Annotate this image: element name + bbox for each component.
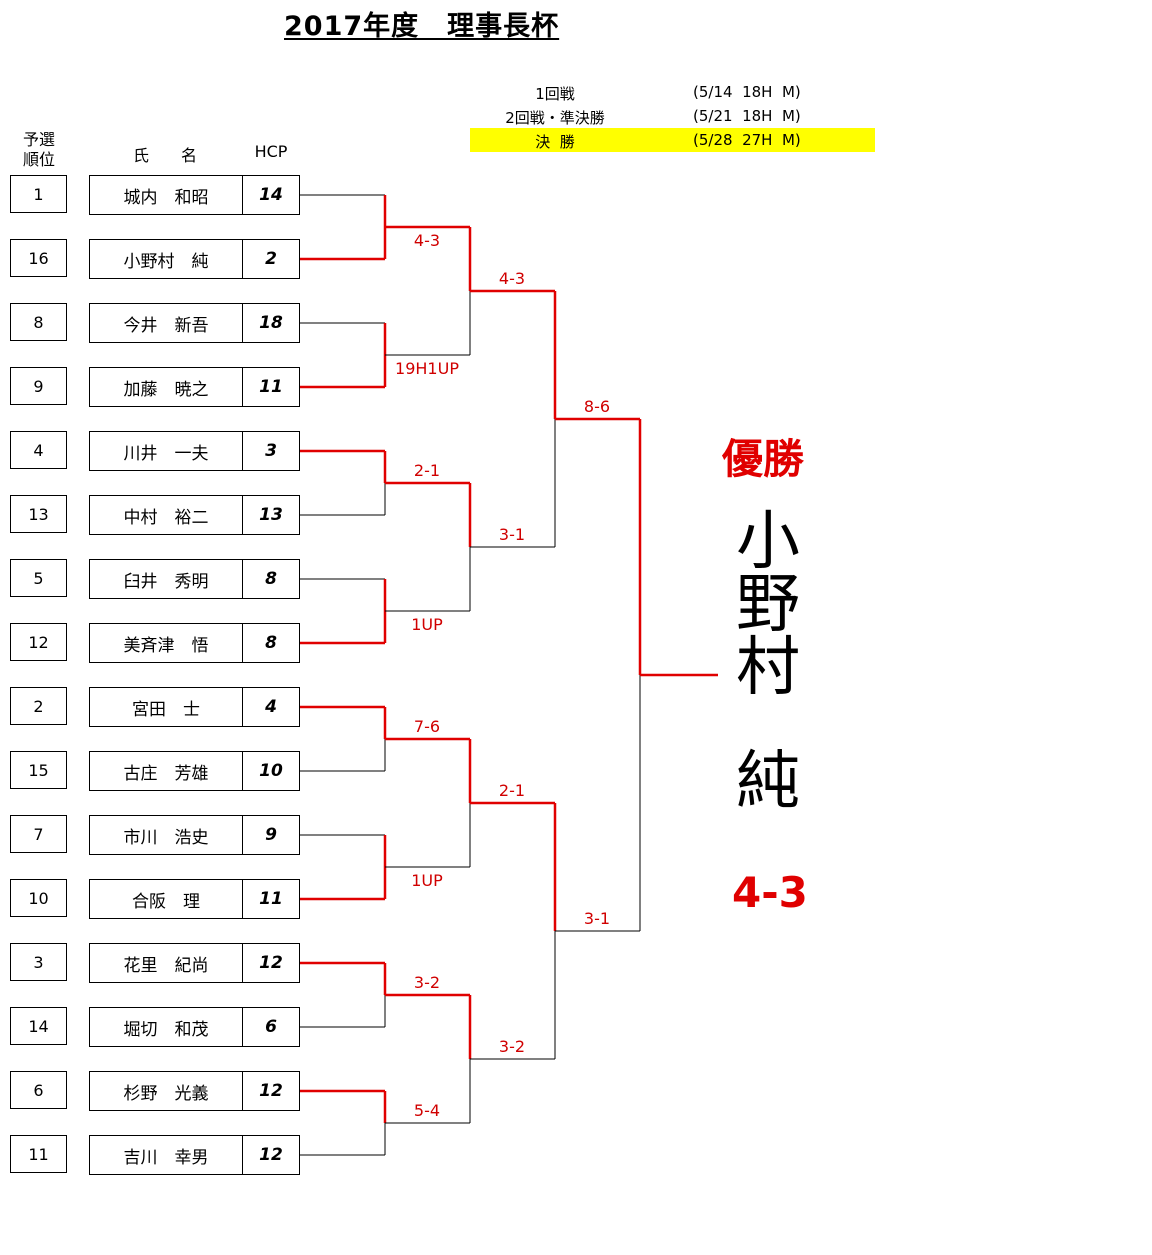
round1-score: 2-1 [413,461,441,480]
player-hcp: 8 [265,569,277,589]
header-hcp: HCP [254,142,288,161]
schedule-row: 決 勝 (5/28 27H M) [470,128,875,152]
seed-rank: 10 [10,879,67,917]
seed-rank: 3 [10,943,67,981]
player-hcp: 13 [259,505,283,525]
player-name: 臼井 秀明 [90,560,243,598]
player-row: 城内 和昭 14 [89,175,300,215]
seed-rank: 14 [10,1007,67,1045]
seed-rank: 13 [10,495,67,533]
player-name: 中村 裕二 [90,496,243,534]
champion-char-4: 純 [736,745,800,819]
seed-rank: 16 [10,239,67,277]
player-hcp: 3 [265,441,277,461]
player-row: 小野村 純 2 [89,239,300,279]
player-row: 花里 紀尚 12 [89,943,300,983]
player-name: 宮田 士 [90,688,243,726]
player-name: 川井 一夫 [90,432,243,470]
player-hcp: 11 [259,889,283,909]
round2-score: 3-2 [498,1037,526,1056]
seed-rank: 2 [10,687,67,725]
schedule-round: 決 勝 [535,133,575,151]
round1-score: 3-2 [413,973,441,992]
player-row: 堀切 和茂 6 [89,1007,300,1047]
player-hcp: 18 [259,313,283,333]
schedule-round: 2回戦・準決勝 [505,109,605,127]
seed-rank: 11 [10,1135,67,1173]
schedule-round: 1回戦 [535,85,575,103]
schedule-date: (5/21 18H M) [693,107,801,125]
player-name: 杉野 光義 [90,1072,243,1110]
seed-rank: 15 [10,751,67,789]
semifinal-score: 8-6 [583,397,611,416]
player-name: 小野村 純 [90,240,243,278]
page-title: 2017年度 理事長杯 [284,11,560,42]
player-hcp: 12 [259,1081,283,1101]
seed-rank: 7 [10,815,67,853]
champion-char-2: 野 [736,568,800,642]
player-row: 市川 浩史 9 [89,815,300,855]
player-row: 合阪 理 11 [89,879,300,919]
player-row: 中村 裕二 13 [89,495,300,535]
semifinal-score: 3-1 [583,909,611,928]
round1-score: 19H1UP [395,359,459,378]
round1-score: 1UP [411,871,443,890]
player-hcp: 6 [265,1017,277,1037]
round2-score: 3-1 [498,525,526,544]
player-row: 川井 一夫 3 [89,431,300,471]
seed-rank: 1 [10,175,67,213]
header-rank: 予選 順位 [22,130,55,169]
round1-score: 1UP [411,615,443,634]
player-hcp: 12 [259,1145,283,1165]
schedule-date: (5/28 27H M) [693,131,801,149]
schedule-row: 1回戦 (5/14 18H M) [470,80,875,104]
champion-char-3: 村 [736,631,800,705]
player-hcp: 2 [265,249,277,269]
player-row: 吉川 幸男 12 [89,1135,300,1175]
player-row: 加藤 暁之 11 [89,367,300,407]
player-hcp: 14 [259,185,283,205]
player-row: 今井 新吾 18 [89,303,300,343]
player-name: 今井 新吾 [90,304,243,342]
seed-rank: 4 [10,431,67,469]
round1-score: 4-3 [413,231,441,250]
player-name: 古庄 芳雄 [90,752,243,790]
player-hcp: 10 [259,761,283,781]
seed-rank: 8 [10,303,67,341]
seed-rank: 12 [10,623,67,661]
player-name: 堀切 和茂 [90,1008,243,1046]
player-hcp: 4 [265,697,277,717]
player-name: 美斉津 悟 [90,624,243,662]
player-name: 吉川 幸男 [90,1136,243,1174]
seed-rank: 9 [10,367,67,405]
player-row: 美斉津 悟 8 [89,623,300,663]
champion-label: 優勝 [722,435,804,483]
player-hcp: 9 [265,825,277,845]
round1-score: 5-4 [413,1101,441,1120]
player-hcp: 12 [259,953,283,973]
player-row: 古庄 芳雄 10 [89,751,300,791]
schedule-row: 2回戦・準決勝 (5/21 18H M) [470,104,875,128]
player-hcp: 11 [259,377,283,397]
seed-rank: 5 [10,559,67,597]
round1-score: 7-6 [413,717,441,736]
player-name: 加藤 暁之 [90,368,243,406]
round2-score: 4-3 [498,269,526,288]
schedule-date: (5/14 18H M) [693,83,801,101]
player-name: 城内 和昭 [90,176,243,214]
final-score: 4-3 [732,868,808,917]
header-name: 氏 名 [132,146,197,165]
player-row: 杉野 光義 12 [89,1071,300,1111]
champion-char-1: 小 [736,505,800,579]
player-name: 花里 紀尚 [90,944,243,982]
player-row: 臼井 秀明 8 [89,559,300,599]
round2-score: 2-1 [498,781,526,800]
player-row: 宮田 士 4 [89,687,300,727]
player-name: 合阪 理 [90,880,243,918]
player-hcp: 8 [265,633,277,653]
seed-rank: 6 [10,1071,67,1109]
player-name: 市川 浩史 [90,816,243,854]
